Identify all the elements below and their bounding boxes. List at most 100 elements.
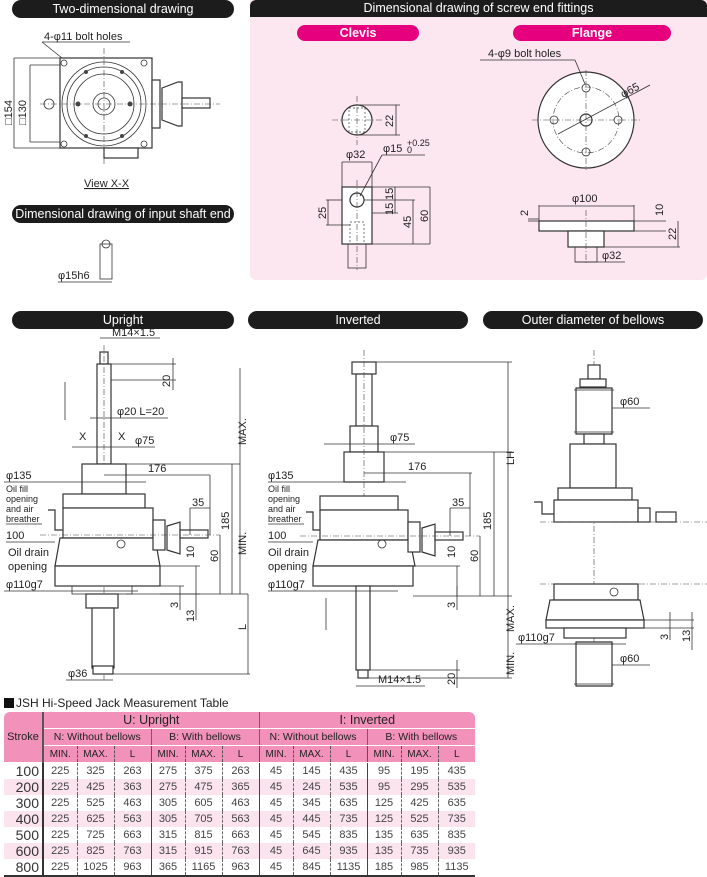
bellows-dia-60-bottom: φ60 [620,653,639,665]
value-cell: 95 [367,779,402,795]
value-cell: 225 [43,827,78,843]
value-cell: 45 [259,827,294,843]
value-cell: 435 [447,765,466,777]
col-header-max: MAX. [401,745,439,763]
clevis-dim-45: 45 [402,216,414,228]
inverted-oil-drain-line2: opening [268,561,307,573]
value-cell: 425 [77,779,115,795]
value-cell: 735 [330,811,368,827]
upright-x-mark-right: X [118,431,126,443]
value-cell: 363 [114,779,152,795]
upright-dim-185: 185 [220,512,232,530]
value-cell: 663 [222,827,260,843]
input-shaft-dia: φ15h6 [58,270,90,282]
value-cell: 225 [43,762,78,779]
inverted-dim-20: 20 [446,673,458,685]
group-inverted: I: Inverted [259,712,475,729]
subgroup-upright-with: B: With bellows [151,728,260,746]
header-screw-end-fittings: Dimensional drawing of screw end fitting… [250,0,707,17]
inverted-oil-fill-line4: breather [268,514,302,524]
value-cell: 263 [222,762,260,779]
inverted-dim-LH: LH [505,451,517,465]
table-title-text: JSH Hi-Speed Jack Measurement Table [16,696,229,710]
inverted-dim-185: 185 [482,512,494,530]
value-cell: 225 [43,779,78,795]
upright-oil-drain-line2: opening [8,561,47,573]
value-cell: 935 [438,843,475,859]
value-cell: 125 [367,795,402,811]
stroke-cell: 600 [4,843,44,859]
value-cell: 295 [401,779,439,795]
inverted-dim-10: 10 [446,546,458,558]
value-cell: 365 [222,779,260,795]
col-header-min: MIN. [367,745,402,763]
value-cell: 475 [185,779,223,795]
value-cell: 45 [259,795,294,811]
upright-dim-L: L [237,624,249,630]
inverted-dim-min: MIN. [505,652,517,675]
col-header-l: L [330,745,368,763]
clevis-hole-tol-lower: 0 [407,145,412,155]
subgroup-upright-without: N: Without bellows [43,728,152,746]
col-stroke: Stroke [4,712,44,763]
flange-drawing: φ65 4-φ9 bolt holes φ100 2 10 22 φ32 [480,48,680,265]
upright-oil-drain-line1: Oil drain [8,547,49,559]
value-cell: 225 [43,843,78,859]
inverted-dim-100: 100 [268,530,286,542]
clevis-dim-15a: 15 [384,188,396,200]
value-cell: 375 [185,762,223,779]
value-cell: 605 [185,795,223,811]
value-cell: 195 [401,762,439,779]
value-cell: 275 [151,779,186,795]
value-cell: 95 [367,762,402,779]
header-inverted: Inverted [248,311,468,329]
value-cell: 635 [401,827,439,843]
value-cell: 535 [330,779,368,795]
dim-154: □154 [3,100,15,125]
upright-dim-35: 35 [192,497,204,509]
stroke-cell: 500 [4,827,44,843]
value-cell: 125 [367,811,402,827]
value-cell: 135 [367,827,402,843]
inverted-dim-176: 176 [408,461,426,473]
col-header-l: L [114,745,152,763]
upright-dia-135: φ135 [6,470,32,482]
upright-oil-fill-line3: and air [6,504,34,514]
stroke-cell: 400 [4,811,44,827]
clevis-dim-15b: 15 [384,203,396,215]
value-cell: 625 [77,811,115,827]
upright-dim-max: MAX. [237,418,249,445]
value-cell: 663 [114,827,152,843]
square-bullet-icon [4,698,14,708]
header-bellows-od: Outer diameter of bellows [483,311,703,329]
upright-dim-100: 100 [6,530,24,542]
inverted-dim-35: 35 [452,497,464,509]
clevis-dim-32: φ32 [346,149,365,161]
upright-oil-fill-line4: breather [6,514,40,524]
value-cell: 563 [114,811,152,827]
inverted-oil-fill-line2: opening [268,494,300,504]
value-cell: 275 [151,762,186,779]
value-cell: 145 [293,762,331,779]
value-cell: 535 [438,779,475,795]
upright-oil-fill-line1: Oil fill [6,484,28,494]
header-upright: Upright [12,311,234,329]
upright-x-mark-left: X [79,431,87,443]
measurement-table: Stroke U: Upright I: Inverted N: Without… [4,712,475,877]
upright-shaft: φ20 L=20 [117,406,164,418]
value-cell: 225 [43,811,78,827]
value-cell: 315 [151,827,186,843]
value-cell: 725 [77,827,115,843]
flange-dim-22: 22 [667,228,679,240]
clevis-dim-25: 25 [317,207,329,219]
value-cell: 325 [77,762,115,779]
value-cell: 315 [151,843,186,859]
value-cell: 705 [185,811,223,827]
inverted-dim-max: MAX. [505,605,517,632]
value-cell: 45 [259,811,294,827]
bolt-holes-label: 4-φ11 bolt holes [44,31,123,43]
bellows-dia-110: φ110g7 [518,632,555,644]
